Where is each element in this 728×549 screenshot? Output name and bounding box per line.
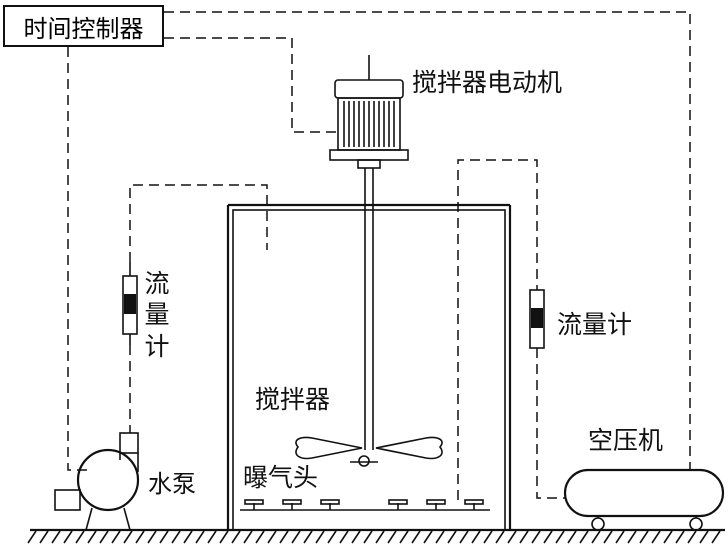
ground-hatch	[39, 530, 49, 544]
ground-hatch	[75, 530, 85, 544]
diffuser-head	[244, 499, 264, 505]
ground-hatch	[63, 530, 73, 544]
ground-hatch	[303, 530, 313, 544]
ground-hatch	[111, 530, 121, 544]
ground-hatch	[471, 530, 481, 544]
ground-hatch	[435, 530, 445, 544]
ground-hatch	[651, 530, 661, 544]
ground-hatch	[351, 530, 361, 544]
ground-hatch	[363, 530, 373, 544]
ground-hatch	[411, 530, 421, 544]
ground-hatch	[291, 530, 301, 544]
ground-hatch	[99, 530, 109, 544]
diffuser-head	[320, 499, 340, 505]
ground-hatch	[195, 530, 205, 544]
ground-hatch	[375, 530, 385, 544]
control-lines	[67, 11, 691, 500]
ground-hatch	[327, 530, 337, 544]
ground-hatch	[279, 530, 289, 544]
ground-hatch	[675, 530, 685, 544]
water-pump-label: 水泵	[148, 470, 196, 498]
ground-hatch	[267, 530, 277, 544]
water-pump	[54, 432, 140, 531]
ground-hatch	[243, 530, 253, 544]
air-compressor	[563, 468, 725, 531]
ground-hatch	[579, 530, 589, 544]
ground-hatch	[555, 530, 565, 544]
ground-hatch	[135, 530, 145, 544]
ground-hatch	[711, 530, 721, 544]
mixer-motor-label: 搅拌器电动机	[412, 68, 563, 97]
ground-hatch	[699, 530, 709, 544]
flowmeter-right-label: 流量计	[557, 310, 633, 339]
timer-controller-box: 时间控制器	[3, 5, 164, 47]
agitator-label: 搅拌器	[255, 385, 331, 414]
ground-hatch	[231, 530, 241, 544]
diffuser-head	[388, 499, 408, 505]
aeration-header	[240, 499, 490, 511]
ground-hatch	[531, 530, 541, 544]
ground-hatch	[495, 530, 505, 544]
ground-line	[27, 528, 725, 544]
ground-hatch	[519, 530, 529, 544]
agitator-impeller	[295, 436, 443, 467]
ground-hatch	[387, 530, 397, 544]
ground-hatch	[627, 530, 637, 544]
ground-hatch	[639, 530, 649, 544]
ground-hatch	[447, 530, 457, 544]
ground-hatch	[183, 530, 193, 544]
reactor-tank	[226, 203, 512, 531]
ground-hatch	[255, 530, 265, 544]
diffuser-head	[464, 499, 484, 505]
ground-hatch	[123, 530, 133, 544]
ground-hatch	[507, 530, 517, 544]
ground-hatch	[207, 530, 217, 544]
ground-hatch	[543, 530, 553, 544]
ground-hatch	[459, 530, 469, 544]
ground-hatch	[567, 530, 577, 544]
agitator-shaft	[364, 168, 374, 450]
ground-hatch	[663, 530, 673, 544]
ground-hatch	[315, 530, 325, 544]
air-compressor-label: 空压机	[588, 426, 664, 455]
ground-hatch	[27, 530, 37, 544]
diffuser-head	[282, 499, 302, 505]
ground-hatch	[219, 530, 229, 544]
ground-hatch	[591, 530, 601, 544]
ground-hatch	[687, 530, 697, 544]
aerator-head-label: 曝气头	[243, 463, 319, 492]
ground-hatch	[615, 530, 625, 544]
ground-hatch	[159, 530, 169, 544]
flowmeter-right	[529, 289, 545, 349]
diffuser-head	[426, 499, 446, 505]
ground-hatch	[147, 530, 157, 544]
ground-hatch	[423, 530, 433, 544]
ground-hatch	[399, 530, 409, 544]
mixer-motor	[329, 55, 409, 169]
ground-hatch	[171, 530, 181, 544]
flowmeter-left	[122, 262, 138, 345]
timer-controller-label: 时间控制器	[23, 14, 144, 43]
ground-hatch	[603, 530, 613, 544]
flowmeter-left-label: 流量计	[144, 269, 170, 361]
ground-hatch	[483, 530, 493, 544]
ground-hatch	[51, 530, 61, 544]
ground-hatch	[339, 530, 349, 544]
ground-hatch	[87, 530, 97, 544]
